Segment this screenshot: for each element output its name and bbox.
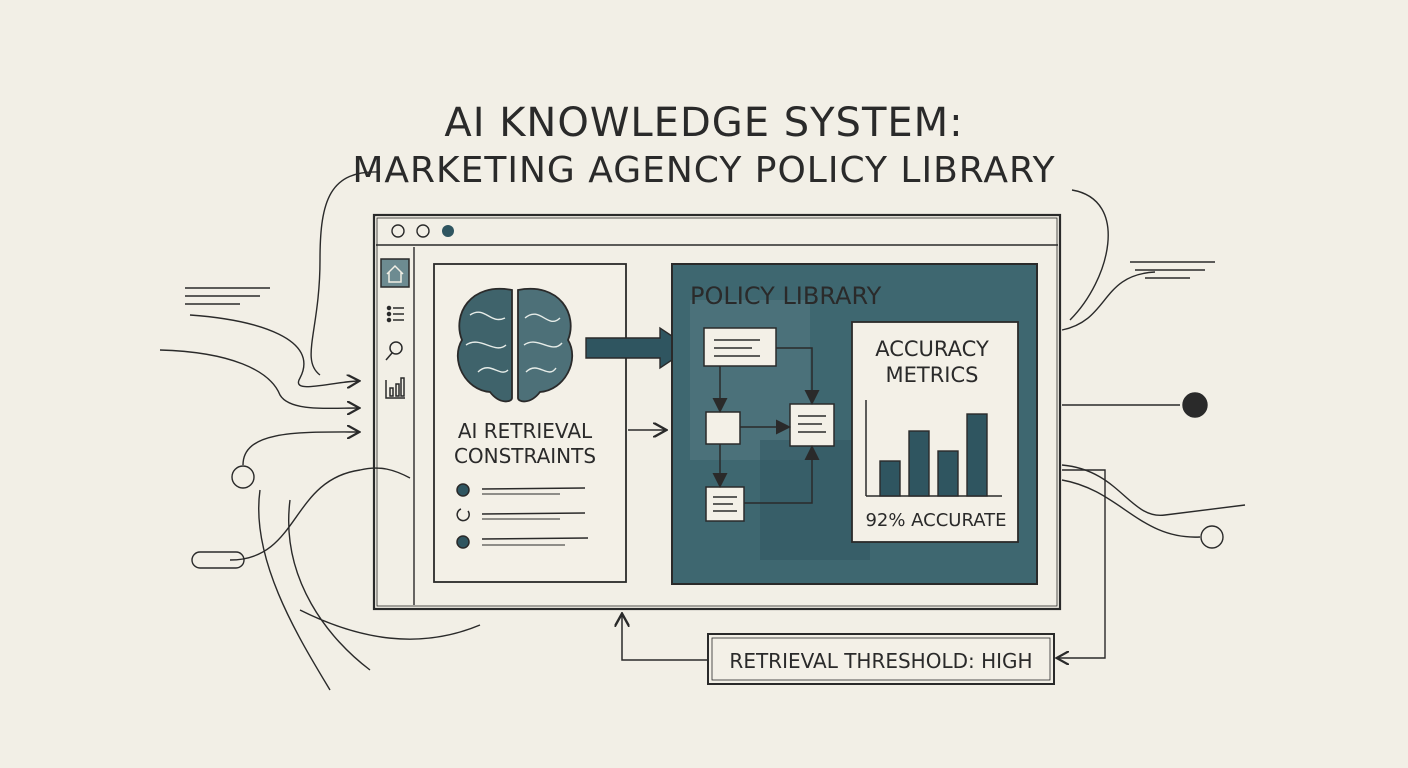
app-window (372, 213, 1062, 611)
brain-icon (457, 287, 573, 403)
home-icon[interactable] (380, 258, 410, 288)
feedback-arrow (622, 615, 708, 661)
policy-decision-node[interactable] (705, 411, 741, 445)
metric-bar (908, 430, 930, 497)
metric-bar (879, 460, 901, 497)
metrics-title-line2: METRICS (886, 363, 979, 387)
search-icon[interactable] (385, 341, 403, 361)
window-maximize-button[interactable] (442, 225, 454, 237)
metric-bar (966, 413, 988, 497)
retrieval-label-line1: AI RETRIEVAL (458, 419, 593, 443)
chart-icon[interactable] (385, 377, 405, 399)
metric-bar (937, 450, 959, 497)
diagram-title-line1: AI KNOWLEDGE SYSTEM: (444, 100, 964, 146)
right-wires (1058, 189, 1246, 658)
policy-doc-node[interactable] (789, 403, 835, 447)
policy-library-panel: POLICY LIBRARY ACCURACY METRICS 92% ACCU… (671, 263, 1038, 585)
diagram-title-line2: MARKETING AGENCY POLICY LIBRARY (352, 150, 1056, 191)
metrics-title-line1: ACCURACY (875, 337, 989, 361)
accuracy-metrics-panel: ACCURACY METRICS 92% ACCURATE (851, 321, 1019, 543)
policy-library-title: POLICY LIBRARY (690, 282, 882, 310)
retrieval-threshold-box: RETRIEVAL THRESHOLD: HIGH (707, 633, 1055, 685)
policy-doc-node[interactable] (703, 327, 777, 367)
retrieval-threshold-label: RETRIEVAL THRESHOLD: HIGH (729, 649, 1032, 673)
retrieval-label-line2: CONSTRAINTS (454, 444, 596, 468)
policy-flow (703, 327, 835, 522)
left-wires (159, 171, 481, 691)
metric-bars (879, 413, 988, 497)
list-item (456, 535, 589, 549)
constraints-list (456, 483, 589, 549)
list-item (456, 483, 586, 497)
list-icon[interactable] (386, 305, 405, 323)
list-item (456, 508, 586, 522)
retrieval-constraints-panel: AI RETRIEVAL CONSTRAINTS (433, 263, 627, 583)
sidebar (380, 258, 410, 399)
window-close-button[interactable] (391, 224, 405, 238)
accuracy-caption: 92% ACCURATE (865, 510, 1006, 531)
window-minimize-button[interactable] (416, 224, 430, 238)
